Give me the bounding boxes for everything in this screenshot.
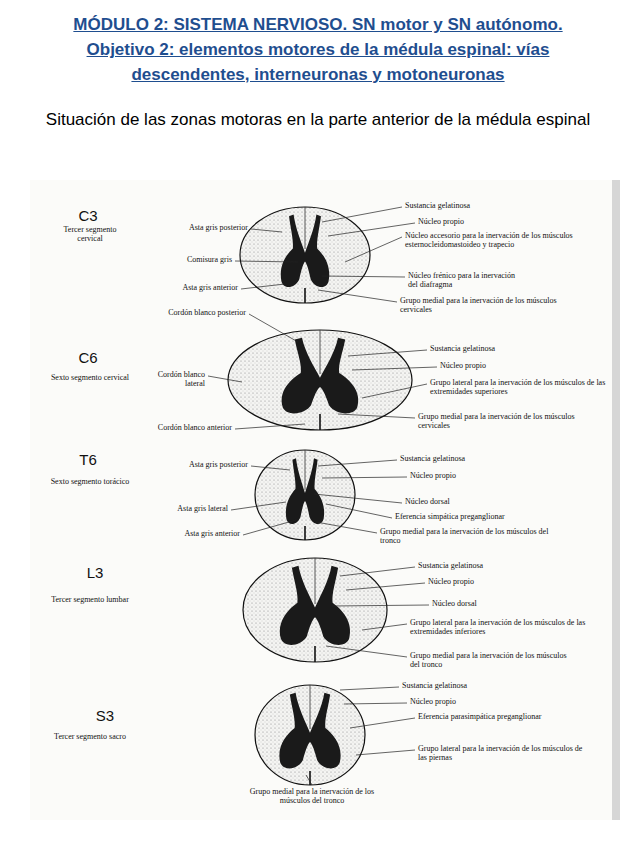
leader-line: [362, 624, 407, 630]
leader-line: [208, 376, 242, 382]
anatomy-label: Cordón blanco lateral: [145, 371, 205, 388]
anatomy-label: Grupo medial para la inervación de los m…: [410, 652, 570, 669]
anatomy-label: Grupo medial para la inervación de los m…: [380, 528, 555, 545]
leader-line: [345, 237, 402, 262]
leader-line: [328, 223, 415, 236]
section-s3: [255, 685, 365, 785]
leader-line: [350, 718, 415, 728]
anatomy-label: Cordón blanco posterior: [168, 309, 246, 318]
anatomy-label: Núcleo accesorio para la inervación de l…: [405, 232, 580, 249]
leader-line: [362, 384, 427, 398]
leader-line: [332, 605, 429, 606]
leader-line: [318, 290, 397, 302]
leader-line: [326, 504, 392, 518]
section-c3: [240, 207, 370, 303]
leader-line: [348, 350, 427, 356]
slide-title: MÓDULO 2: SISTEMA NERVIOSO. SN motor y S…: [38, 12, 598, 87]
anatomy-label: Tercer segmento lumbar: [50, 596, 130, 605]
anatomy-label: Eferencia parasimpática preganglionar: [418, 713, 618, 722]
leader-line: [235, 424, 305, 429]
anatomy-label: Sustancia gelatinosa: [400, 455, 465, 464]
anatomy-label: Sustancia gelatinosa: [405, 202, 470, 211]
anatomy-label: Núcleo propio: [440, 362, 486, 371]
anatomy-label: Grupo lateral para la inervación de los …: [410, 619, 600, 636]
leader-line: [249, 314, 298, 342]
anatomy-label: Grupo lateral para la inervación de los …: [430, 379, 610, 396]
segment-code: C6: [78, 350, 97, 367]
leader-line: [322, 207, 402, 222]
anatomy-label: Grupo medial para la inervación de los m…: [400, 297, 575, 314]
anatomy-label: Cordón blanco anterior: [158, 424, 232, 433]
segment-code: L3: [87, 565, 104, 582]
segment-code: T6: [79, 452, 97, 469]
anatomy-label: Núcleo dorsal: [405, 498, 450, 507]
anatomy-label: Núcleo propio: [410, 472, 456, 481]
anatomy-label: Asta gris posterior: [189, 461, 248, 470]
section-l3: [243, 558, 387, 662]
anatomy-label: Tercer segmento sacro: [50, 733, 130, 742]
section-c6: [228, 330, 412, 430]
anatomy-label: Sustancia gelatinosa: [430, 345, 495, 354]
leader-line: [316, 522, 377, 533]
anatomy-label: Grupo medial para la inervación de los m…: [242, 788, 382, 805]
anatomy-label: Comisura gris: [187, 256, 232, 265]
anatomy-label: Grupo lateral para la inervación de los …: [418, 745, 593, 762]
anatomy-label: Grupo medial para la inervación de los m…: [418, 413, 593, 430]
leader-lines: [208, 207, 437, 785]
segment-code: C3: [78, 208, 97, 225]
leader-line: [356, 750, 415, 755]
anatomy-label: Asta gris anterior: [182, 284, 238, 293]
leader-line: [241, 284, 285, 289]
leader-line: [243, 520, 296, 535]
anatomy-label: Asta gris lateral: [177, 505, 228, 514]
leader-line: [344, 703, 407, 704]
leader-line: [322, 477, 407, 478]
anatomy-label: Núcleo dorsal: [432, 600, 477, 609]
leader-line: [314, 494, 402, 503]
anatomy-label: Eferencia simpática preganglionar: [395, 513, 505, 522]
anatomy-label: Sustancia gelatinosa: [418, 562, 483, 571]
anatomy-label: Sustancia gelatinosa: [402, 682, 467, 691]
leader-line: [322, 276, 405, 277]
segment-code: S3: [96, 708, 114, 725]
leader-line: [231, 502, 286, 510]
leader-line: [338, 414, 415, 418]
leader-line: [235, 261, 298, 262]
leader-line: [326, 646, 407, 657]
anatomy-label: Tercer segmento cervical: [50, 226, 130, 243]
leader-line: [318, 460, 397, 466]
anatomy-label: Sexto segmento cervical: [50, 374, 130, 383]
anatomy-label: Asta gris posterior: [189, 224, 248, 233]
anatomy-label: Núcleo frénico para la inervación del di…: [408, 272, 518, 289]
anatomy-label: Núcleo propio: [428, 578, 474, 587]
anatomy-label: Núcleo propio: [410, 698, 456, 707]
anatomy-label: Sexto segmento torácico: [50, 478, 130, 487]
scan-edge: [612, 180, 620, 820]
anatomy-label: Núcleo propio: [418, 218, 464, 227]
slide-subtitle: Situación de las zonas motoras en la par…: [23, 108, 613, 131]
anatomy-label: Asta gris anterior: [184, 530, 240, 539]
leader-line: [352, 367, 437, 370]
leader-line: [340, 687, 399, 690]
leader-line: [346, 583, 425, 590]
scan-ground: [30, 180, 620, 820]
leader-line: [251, 229, 282, 232]
leader-line: [251, 466, 290, 470]
leader-line: [306, 775, 312, 785]
leader-line: [340, 567, 415, 576]
